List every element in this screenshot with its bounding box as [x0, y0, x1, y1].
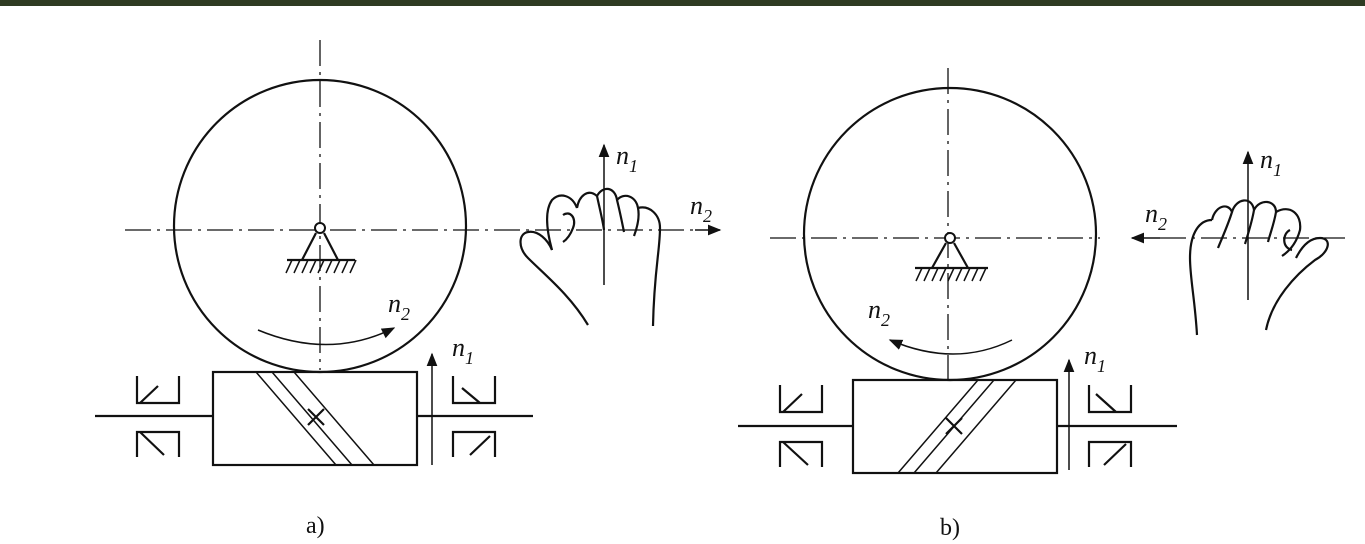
figure-b: n2 n1 n1 n2 b)	[738, 68, 1345, 541]
worm-a	[95, 370, 533, 467]
pivot-support-a	[285, 222, 357, 274]
n2-label-wheel-a: n2	[388, 289, 410, 324]
n2-label-wheel-b: n2	[868, 295, 890, 330]
bearings-a	[135, 376, 497, 457]
wheel-rotation-arrow-a	[257, 327, 396, 346]
figure-a: n2 n1 n1 n2 a)	[95, 40, 722, 539]
left-hand-icon-b	[1188, 199, 1329, 336]
wheel-rotation-arrow-b	[888, 339, 1013, 355]
n2-label-hand-b: n2	[1145, 199, 1167, 234]
n1-label-hand-b: n1	[1260, 145, 1282, 180]
bearings-b	[778, 385, 1133, 467]
n1-label-worm-a: n1	[452, 333, 474, 368]
worm-b	[738, 378, 1177, 475]
top-border-bar	[0, 0, 1365, 6]
n1-label-worm-b: n1	[1084, 341, 1106, 376]
n2-label-hand-a: n2	[690, 191, 712, 226]
caption-a: a)	[306, 513, 325, 539]
right-hand-icon-a	[519, 187, 662, 327]
n1-label-hand-a: n1	[616, 141, 638, 176]
caption-b: b)	[940, 515, 960, 541]
pivot-support-b	[915, 232, 988, 282]
